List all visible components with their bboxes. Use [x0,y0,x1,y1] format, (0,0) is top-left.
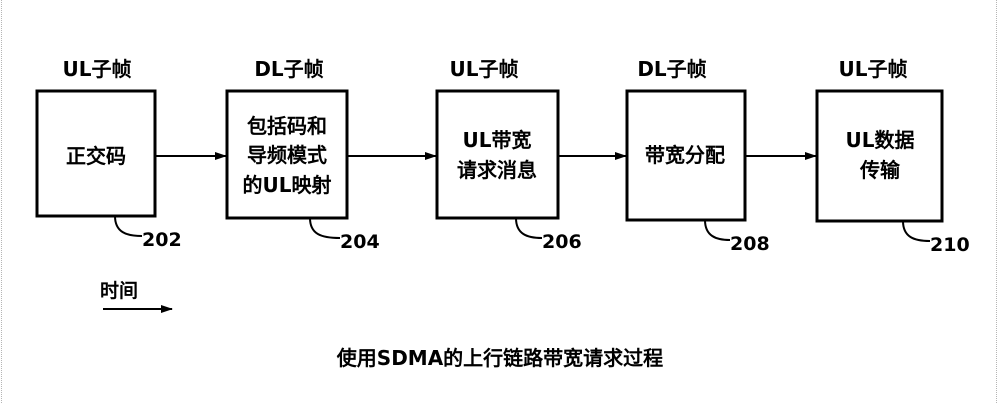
step-text-204-line-3: 的UL映射 [243,173,332,197]
ref-leader-206 [515,217,543,239]
ref-leader-204 [309,217,341,239]
subframe-label-202: UL子帧 [63,57,132,81]
ref-number-210: 210 [930,234,970,256]
subframe-label-204: DL子帧 [254,57,323,81]
ref-number-206: 206 [542,231,582,253]
figure-caption: 使用SDMA的上行链路带宽请求过程 [336,346,663,370]
step-text-208-line-1: 带宽分配 [645,143,725,167]
step-text-204-line-1: 包括码和 [247,114,327,138]
ref-number-202: 202 [142,229,182,251]
step-box-208 [625,89,747,222]
step-text-210-line-2: 传输 [859,158,901,182]
left-edge-dots [1,0,2,403]
subframe-label-210: UL子帧 [839,57,908,81]
step-text-210-line-1: UL数据 [846,128,915,152]
ref-leader-210 [902,220,931,242]
ref-leader-208 [704,219,731,241]
step-box-210 [815,89,944,223]
subframe-label-206: UL子帧 [450,57,519,81]
step-box-202 [35,89,157,218]
step-box-206 [435,89,560,220]
right-edge-dots [996,0,997,403]
subframe-label-208: DL子帧 [637,57,706,81]
step-box-204 [225,89,349,220]
time-label: 时间 [100,280,138,302]
ref-leader-202 [114,215,143,237]
step-text-206-line-2: 请求消息 [457,158,537,182]
step-text-206-line-1: UL带宽 [463,128,532,152]
step-text-202-line-1: 正交码 [66,144,126,168]
step-text-204-line-2: 导频模式 [247,143,327,167]
ref-number-204: 204 [340,231,380,253]
ref-number-208: 208 [730,233,770,255]
